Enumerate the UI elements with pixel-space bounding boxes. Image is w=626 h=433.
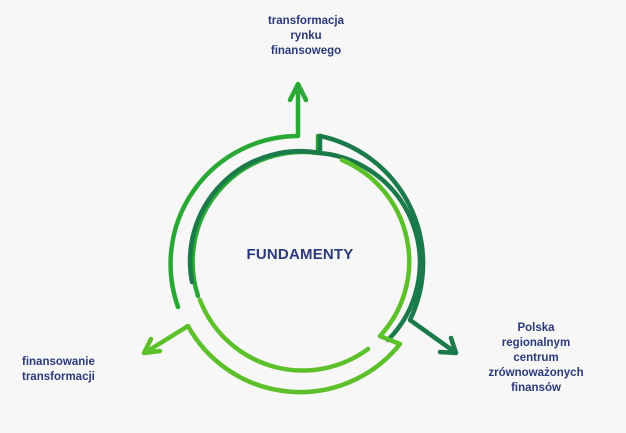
arc-segment-top [168,89,301,310]
arrow-head-right [437,335,459,356]
output-label-left-line: finansowanie [22,356,95,368]
output-label-right-line: regionalnym [501,337,571,349]
output-label-top-line: rynku [290,30,322,42]
output-label-right-line: zrównoważonych [488,367,584,379]
output-label-right-line: finansów [511,382,561,394]
output-label-right-line: centrum [513,352,559,364]
center-title: FUNDAMENTY [246,246,354,263]
arrow-head-top [287,81,309,103]
output-label-left: finansowanie transformacji [22,355,138,385]
output-label-left-line: transformacji [22,371,95,383]
arc-segment-right-inner [317,133,455,353]
arc-segment-left-inner [197,297,371,373]
output-label-top-line: finansowego [270,45,342,57]
arc-segment-right-inner2 [187,148,323,285]
output-label-top-line: transformacja [267,15,345,27]
arrow-head-left [141,336,163,356]
arc-segment-right [317,133,423,343]
output-label-top: transformacja rynku finansowego [238,14,374,59]
output-label-right: Polska regionalnym centrum zrównoważonyc… [466,321,606,396]
output-label-right-line: Polska [517,322,555,334]
arc-segment-left [143,157,412,395]
